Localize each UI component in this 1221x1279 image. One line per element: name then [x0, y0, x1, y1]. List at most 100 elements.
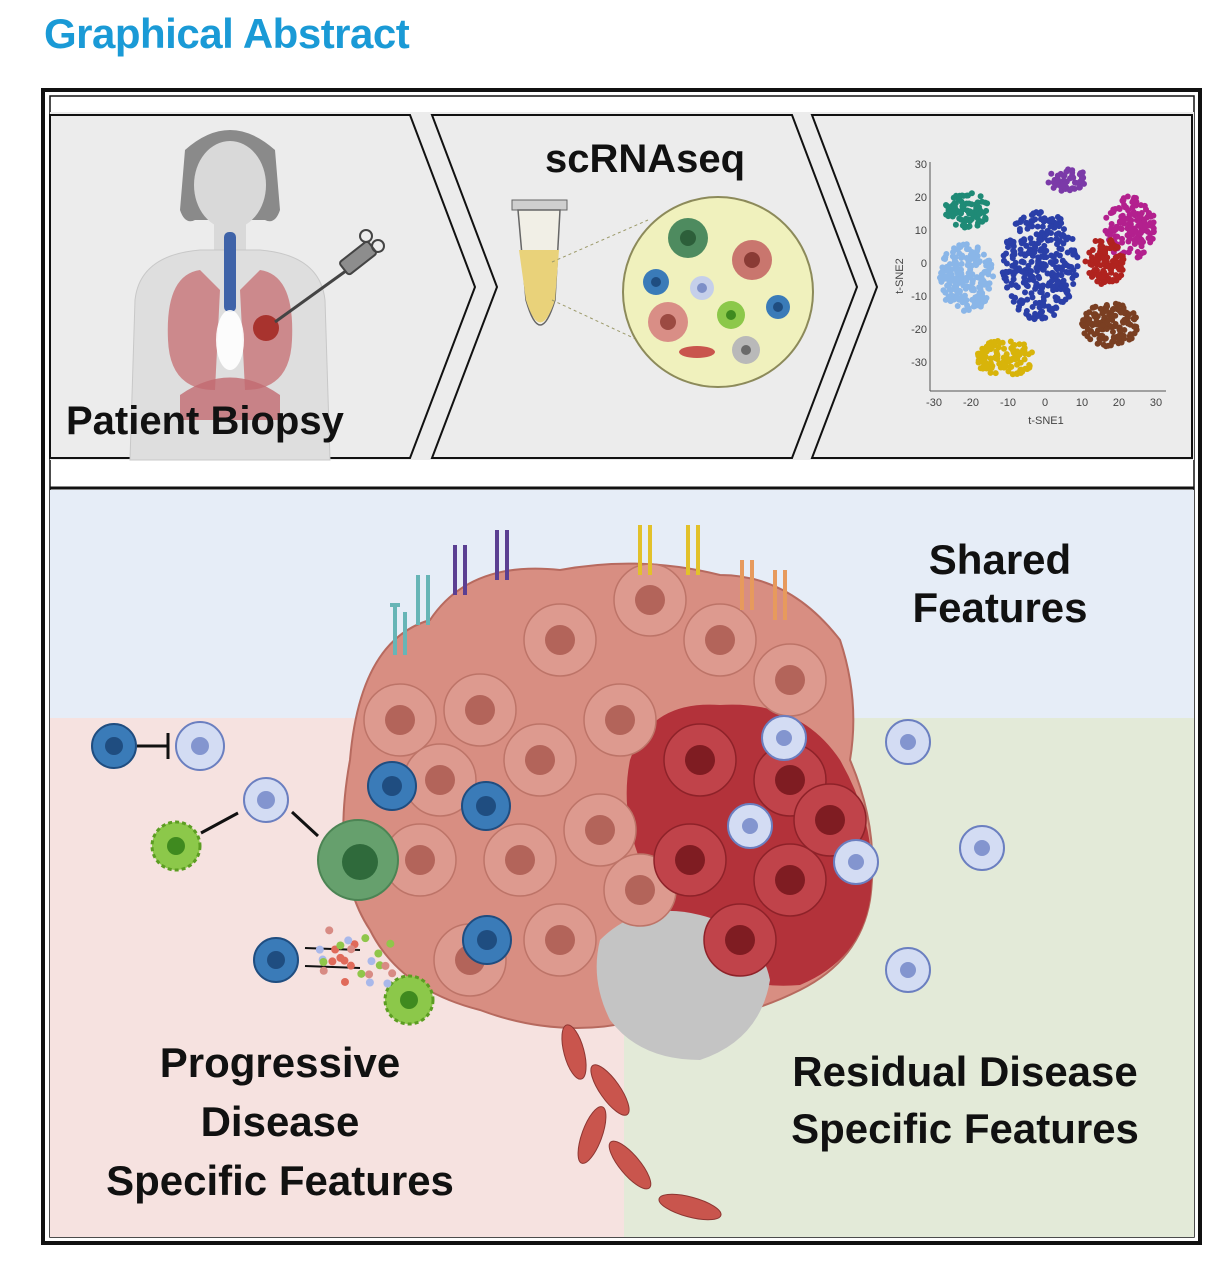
tsne-point — [960, 282, 967, 289]
tsne-point — [1112, 320, 1119, 327]
tsne-point — [1146, 235, 1153, 242]
tumor-nucleus — [425, 765, 455, 795]
tsne-point — [1150, 219, 1157, 226]
tsne-point — [1003, 250, 1010, 257]
tsne-point — [1005, 368, 1012, 375]
tsne-point — [1026, 362, 1033, 369]
cytokine — [340, 977, 349, 986]
tsne-point — [1009, 347, 1016, 354]
tsne-point — [1002, 268, 1009, 275]
tsne-point — [960, 307, 967, 314]
tsne-point — [1066, 269, 1073, 276]
tsne-point — [1140, 249, 1147, 256]
tsne-point — [967, 266, 974, 273]
tsne-point — [958, 260, 965, 267]
tsne-point — [1091, 313, 1098, 320]
tsne-point — [1103, 326, 1110, 333]
tsne-point — [1106, 231, 1113, 238]
tsne-point — [1132, 314, 1139, 321]
tsne-point — [1053, 231, 1060, 238]
tsne-point — [1012, 259, 1019, 266]
tsne-point — [950, 194, 957, 201]
tsne-point — [1016, 341, 1023, 348]
tsne-point — [963, 246, 970, 253]
tsne-point — [1118, 219, 1125, 226]
tumor-nucleus — [675, 845, 705, 875]
tsne-point — [1140, 238, 1147, 245]
tsne-point — [1050, 254, 1057, 261]
tsne-ytick: -20 — [911, 324, 927, 336]
tsne-point — [1064, 287, 1071, 294]
tsne-point — [974, 245, 981, 252]
tsne-point — [1118, 226, 1125, 233]
tsne-point — [1133, 323, 1140, 330]
tsne-point — [1128, 224, 1135, 231]
tsne-point — [952, 221, 959, 228]
tumor-nucleus — [705, 625, 735, 655]
tsne-point — [973, 259, 980, 266]
tsne-point — [1001, 275, 1008, 282]
tsne-point — [1012, 264, 1019, 271]
tsne-point — [958, 210, 965, 217]
residual-line2: Specific Features — [791, 1104, 1139, 1152]
tsne-point — [1000, 257, 1007, 264]
tsne-point — [968, 209, 975, 216]
tumor-nucleus — [505, 845, 535, 875]
tsne-point — [945, 293, 952, 300]
tsne-point — [1050, 179, 1057, 186]
tsne-point — [1004, 284, 1011, 291]
tsne-point — [982, 353, 989, 360]
tsne-point — [1137, 222, 1144, 229]
tsne-point — [1009, 252, 1016, 259]
cytokine — [328, 957, 337, 966]
tsne-point — [1065, 234, 1072, 241]
tumor-nucleus — [815, 805, 845, 835]
tsne-point — [1133, 198, 1140, 205]
tsne-point — [1059, 264, 1066, 271]
tsne-point — [987, 355, 994, 362]
tsne-point — [1060, 226, 1067, 233]
tsne-point — [1044, 270, 1051, 277]
tsne-point — [1001, 345, 1008, 352]
cytokine — [319, 957, 328, 966]
tsne-point — [1038, 289, 1045, 296]
cytokine — [347, 945, 356, 954]
cytokine — [325, 926, 334, 935]
tsne-point — [1091, 331, 1098, 338]
trachea — [224, 232, 236, 312]
patient-figure — [129, 130, 385, 461]
tumor-nucleus — [545, 925, 575, 955]
tsne-point — [1048, 217, 1055, 224]
tsne-point — [966, 200, 973, 207]
tsne-point — [942, 254, 949, 261]
tsne-point — [1131, 212, 1138, 219]
tsne-point — [1053, 273, 1060, 280]
tsne-point — [1060, 277, 1067, 284]
tsne-point — [1024, 296, 1031, 303]
tsne-point — [1047, 230, 1054, 237]
tsne-point — [1116, 206, 1123, 213]
tsne-point — [1126, 336, 1133, 343]
tsne-point — [980, 251, 987, 258]
tsne-point — [1076, 184, 1083, 191]
tsne-point — [1044, 291, 1051, 298]
tsne-point — [1039, 223, 1046, 230]
tsne-point — [1054, 175, 1061, 182]
tsne-point — [958, 293, 965, 300]
tsne-point — [1045, 303, 1052, 310]
cell-suspension — [622, 196, 814, 388]
tsne-point — [1093, 318, 1100, 325]
tsne-point — [951, 278, 958, 285]
cytokine — [381, 961, 390, 970]
tsne-point — [1040, 314, 1047, 321]
tsne-ytick: -30 — [911, 357, 927, 369]
tsne-point — [952, 262, 959, 269]
tsne-point — [1088, 273, 1095, 280]
tsne-panel — [810, 114, 1193, 459]
tsne-point — [1058, 220, 1065, 227]
tsne-point — [1035, 273, 1042, 280]
tsne-point — [1126, 235, 1133, 242]
tsne-point — [1056, 238, 1063, 245]
tumor-nucleus — [525, 745, 555, 775]
tsne-ytick: 30 — [915, 159, 927, 171]
